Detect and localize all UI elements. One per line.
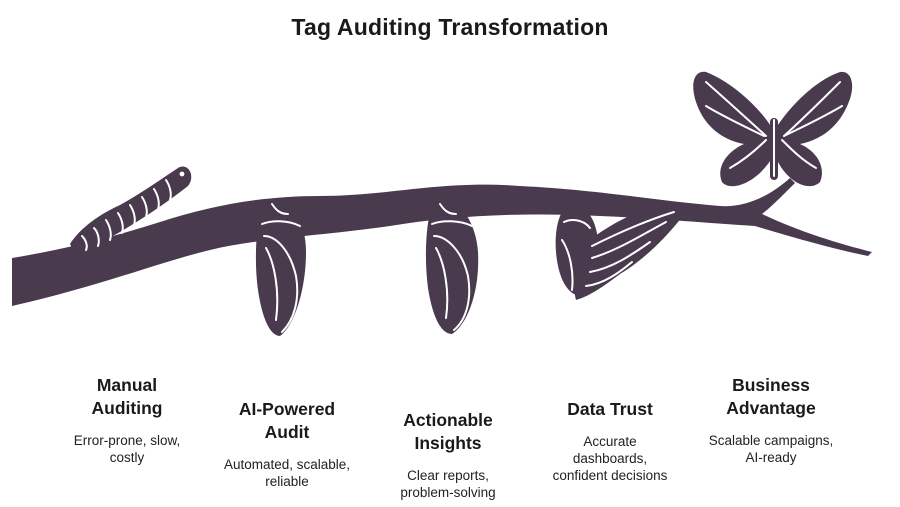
- stage-heading: Business Advantage: [726, 375, 816, 418]
- stage-description: Error-prone, slow, costly: [73, 433, 181, 465]
- chrysalis-2-icon: [425, 198, 479, 334]
- caterpillar-icon: [70, 166, 192, 252]
- emerging-butterfly-icon: [555, 201, 684, 300]
- stage-ai-powered-audit: AI-Powered Audit Automated, scalable, re…: [202, 398, 372, 490]
- stage-heading: Actionable Insights: [403, 410, 493, 453]
- chrysalis-1-icon: [255, 198, 306, 336]
- stage-description: Scalable campaigns, AI-ready: [708, 433, 834, 465]
- stage-heading: Manual Auditing: [91, 375, 163, 418]
- stage-description: Clear reports, problem-solving: [400, 468, 496, 500]
- stage-description: Accurate dashboards, confident decisions: [552, 434, 668, 483]
- stage-business-advantage: Business Advantage Scalable campaigns, A…: [686, 374, 856, 466]
- page-title: Tag Auditing Transformation: [291, 14, 609, 40]
- stage-data-trust: Data Trust Accurate dashboards, confiden…: [525, 398, 695, 484]
- stage-description: Automated, scalable, reliable: [223, 457, 351, 489]
- stage-heading: Data Trust: [567, 399, 653, 419]
- stage-heading: AI-Powered Audit: [238, 399, 336, 442]
- butterfly-icon: [693, 71, 853, 187]
- stage-manual-auditing: Manual Auditing Error-prone, slow, costl…: [42, 374, 212, 466]
- stage-actionable-insights: Actionable Insights Clear reports, probl…: [363, 409, 533, 501]
